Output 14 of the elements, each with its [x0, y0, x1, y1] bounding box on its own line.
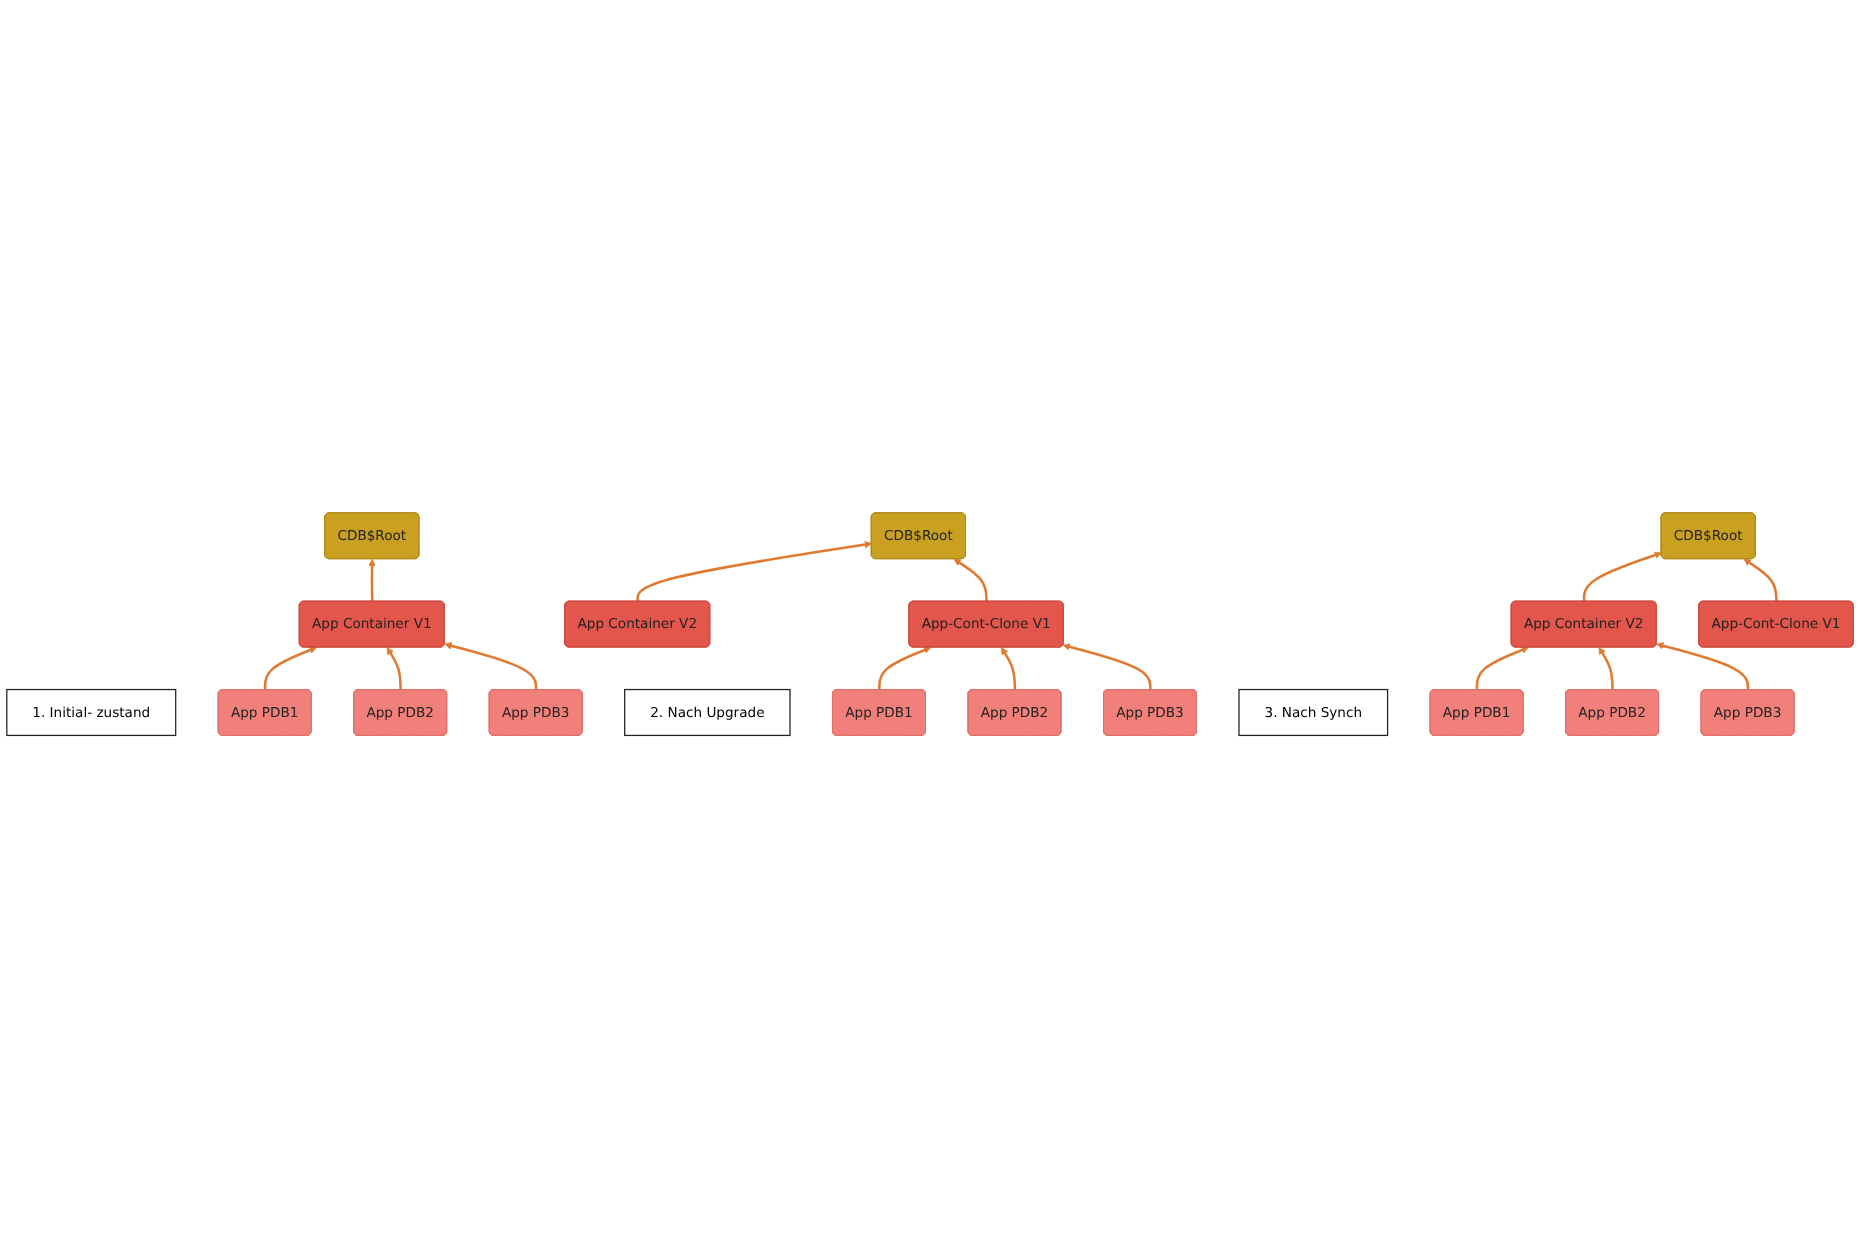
arrow	[444, 643, 538, 691]
arrow	[953, 559, 988, 603]
arrow	[368, 559, 376, 603]
arrow	[636, 541, 872, 603]
arrow	[386, 648, 402, 691]
arrow	[1743, 559, 1778, 603]
arrow	[878, 647, 932, 691]
arrow	[1000, 648, 1017, 691]
arrow	[1656, 643, 1750, 691]
arrow	[1062, 644, 1152, 691]
arrow	[1598, 648, 1614, 691]
arrow	[1475, 647, 1529, 691]
arrow	[1582, 552, 1662, 603]
arrow	[263, 647, 317, 691]
